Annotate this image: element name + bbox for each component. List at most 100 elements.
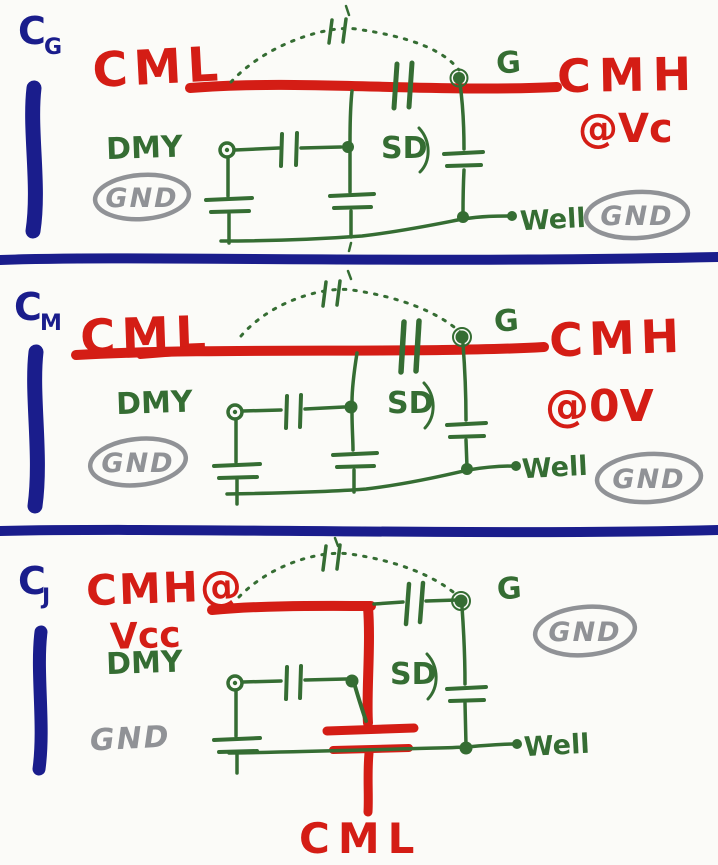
cap-plate (391, 61, 400, 111)
bottom-wire (225, 464, 516, 496)
right-capacitor (442, 150, 485, 168)
panel-tag-subscript: G (44, 35, 62, 60)
cap-plate (406, 60, 415, 110)
panel-divider (0, 252, 718, 265)
sd-label: SD (387, 386, 434, 421)
gate-label: G (493, 303, 520, 340)
sd-label: SD (390, 657, 437, 692)
gnd-oval (87, 436, 189, 488)
sd-paren (425, 652, 438, 701)
arc-capacitor (321, 543, 342, 572)
dmy-capacitor (284, 664, 303, 701)
arc-capacitor (327, 17, 348, 45)
right-capacitor (445, 685, 488, 703)
cap-plate (417, 580, 426, 625)
sd-paren (422, 381, 435, 430)
cap-plate (284, 665, 289, 701)
cap-plate (328, 192, 376, 198)
cap-plate (327, 18, 334, 45)
gnd-oval (92, 172, 192, 222)
cap-plate (294, 131, 299, 167)
cmh-label: CMH (557, 47, 700, 103)
cap-plate (217, 475, 259, 480)
cap-plate (331, 451, 379, 457)
series-capacitor (391, 60, 415, 111)
gnd-oval (532, 604, 638, 658)
cap-plate (322, 723, 419, 736)
gnd-oval (594, 451, 704, 505)
cap-plate (321, 544, 328, 572)
blue-marker-bar (32, 625, 48, 776)
dmy-capacitor (279, 131, 299, 168)
gnd-label: GND (101, 448, 174, 479)
gnd-label: GND (548, 617, 621, 648)
red-capacitor (322, 723, 419, 754)
sd-node (344, 400, 358, 414)
dmy-wire (299, 145, 343, 150)
sd-label: SD (381, 131, 428, 166)
left-capacitor (212, 736, 262, 754)
left-capacitor (204, 196, 254, 214)
cmh-voltage-note: Vcc (109, 615, 181, 658)
dotted-gate-arc (229, 26, 461, 84)
pen-mark (346, 269, 353, 281)
cap-plate (298, 393, 303, 429)
well-label: Well (519, 203, 586, 237)
sd-paren (417, 126, 430, 174)
cmh-voltage-note: @0V (545, 381, 654, 432)
dmy-label: DMY (106, 129, 185, 167)
cap-plate (442, 150, 485, 156)
bottom-wire (219, 214, 512, 243)
panel-tag: C (14, 285, 42, 329)
red-vertical-wire (363, 748, 374, 817)
dmy-wire (303, 405, 346, 411)
cap-plate (341, 17, 348, 44)
cap-plate (335, 279, 342, 307)
dmy-terminal-dot (232, 409, 238, 415)
series-capacitor (403, 580, 426, 627)
dmy-terminal-dot (232, 680, 238, 686)
gnd-oval (583, 189, 691, 241)
cap-plate (403, 581, 412, 627)
panel-tag-subscript: J (40, 585, 50, 610)
cap-plate (398, 319, 407, 375)
panel-cg: C G CML CMH @Vc G DMY (18, 4, 700, 253)
panel-divider (0, 524, 718, 538)
left-capacitor (212, 462, 262, 480)
cap-plate (445, 685, 488, 691)
cml-label: CML (299, 814, 422, 863)
right-wire (461, 342, 468, 422)
gnd-label: GND (612, 464, 685, 495)
sd-node (342, 141, 354, 153)
right-wire (461, 168, 466, 216)
well-terminal-dot (511, 461, 521, 471)
well-terminal-dot (512, 739, 522, 749)
cap-plate (332, 205, 373, 210)
red-top-wire (71, 342, 549, 360)
dmy-wire (233, 146, 281, 152)
right-wire (458, 82, 466, 151)
right-wire (460, 605, 467, 686)
mid-wire (350, 411, 355, 452)
red-vertical-wire (362, 602, 374, 728)
dmy-terminal-dot (224, 147, 230, 153)
cap-plate (335, 543, 342, 571)
gnd-label: GND (89, 719, 171, 758)
panel-cm: C M CML CMH @0V G DMY (14, 269, 704, 514)
gate-label: G (496, 571, 523, 608)
blue-marker-bar (27, 344, 45, 514)
dmy-label: DMY (106, 644, 185, 682)
dmy-capacitor (284, 393, 303, 430)
cap-plate (445, 421, 488, 427)
gate-label: G (495, 45, 522, 82)
red-top-wire (185, 79, 562, 94)
cap-plate (212, 736, 262, 742)
dmy-wire (303, 677, 348, 682)
cap-plate (204, 196, 254, 202)
arc-capacitor (321, 279, 342, 308)
bottom-wire (227, 742, 517, 755)
right-capacitor (445, 421, 488, 439)
mid-wire (348, 89, 354, 145)
well-label: Well (523, 729, 590, 763)
